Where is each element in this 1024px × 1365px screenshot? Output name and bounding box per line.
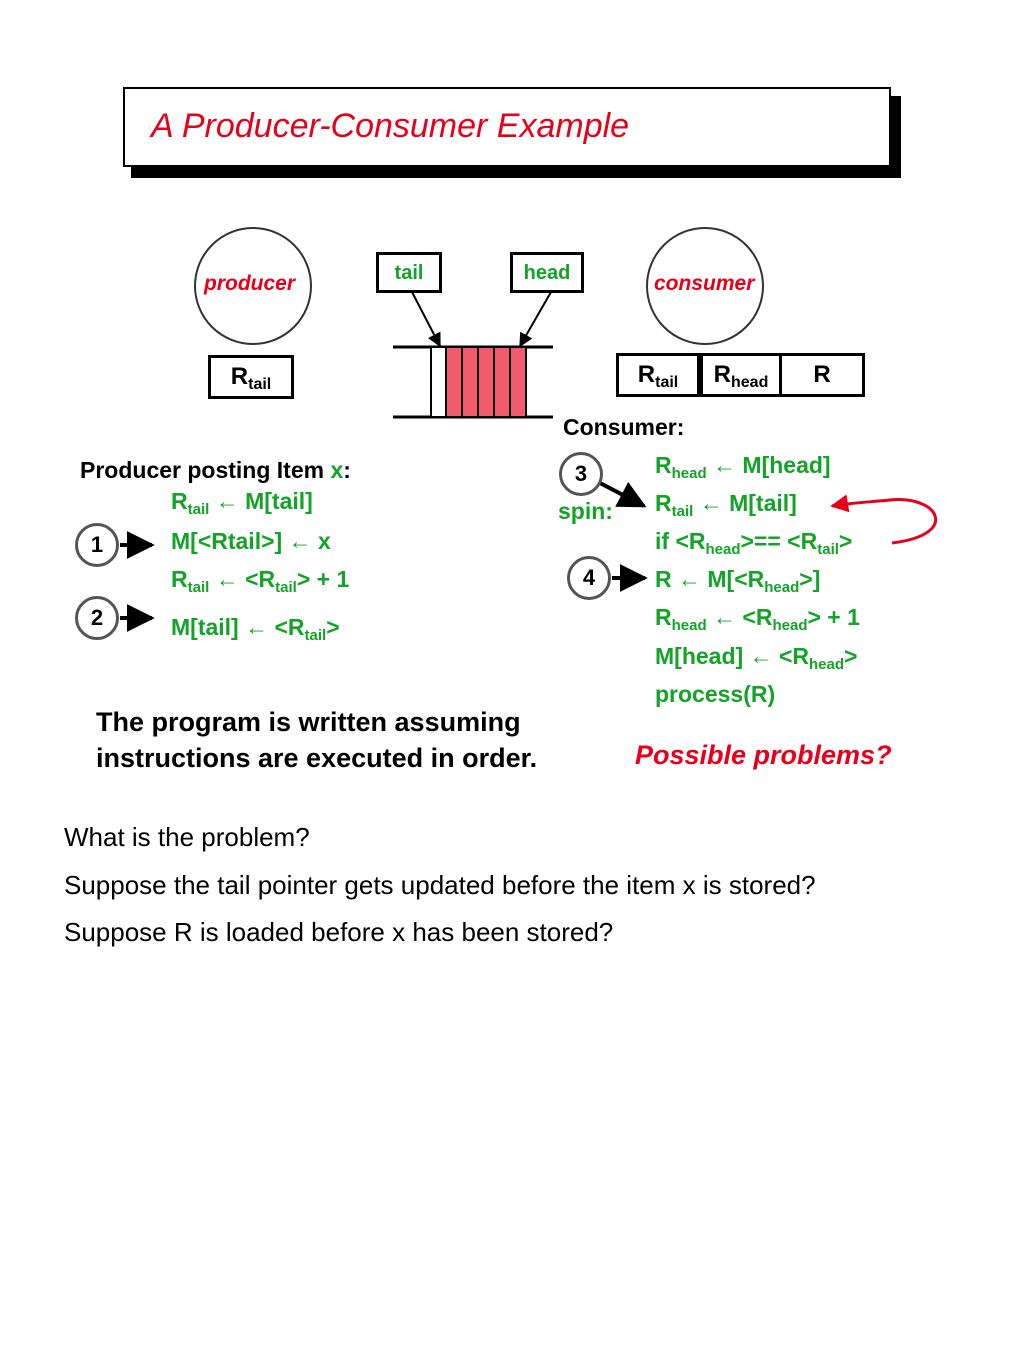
tail-pointer-arrow xyxy=(411,291,441,348)
reg-subscript: tail xyxy=(275,579,297,596)
head-pointer-arrow xyxy=(519,291,552,348)
producer-heading-colon: : xyxy=(343,457,351,483)
consumer-code-line-6: M[head] ← <Rhead> xyxy=(655,643,857,673)
reg-letter: R xyxy=(637,361,656,388)
code-text: > xyxy=(326,614,340,640)
consumer-code-line-3: if <Rhead>== <Rtail> xyxy=(655,528,852,558)
code-text: > + 1 xyxy=(807,604,860,630)
head-pointer-box: head xyxy=(510,252,584,293)
queue-filled-slots xyxy=(445,346,527,418)
reg-subscript: head xyxy=(705,541,741,558)
queue-slot xyxy=(461,346,479,418)
reg-subscript: head xyxy=(671,617,707,634)
title-box: A Producer-Consumer Example xyxy=(123,87,891,167)
reg-subscript: head xyxy=(764,579,800,596)
tail-pointer-label: tail xyxy=(394,262,424,284)
spin-loop-arrow xyxy=(830,494,938,545)
spin-label: spin: xyxy=(558,498,613,524)
question-1: What is the problem? xyxy=(64,822,310,852)
reg-subscript: head xyxy=(772,617,808,634)
consumer-code-line-1: Rhead ← M[head] xyxy=(655,452,831,482)
producer-code-line-4: M[tail] ← <Rtail> xyxy=(171,614,340,644)
producer-heading: Producer posting Item x: xyxy=(80,457,351,484)
code-text: M[head] ← <R xyxy=(655,643,809,669)
note-line-1: The program is written assuming xyxy=(96,707,521,737)
code-text: ← <R xyxy=(706,604,773,630)
reg-subscript: tail xyxy=(655,374,679,391)
reg-subscript: tail xyxy=(187,579,210,596)
code-text: >== <R xyxy=(740,528,818,554)
queue-slot xyxy=(477,346,495,418)
slide-title: A Producer-Consumer Example xyxy=(151,107,630,145)
reg-subscript: head xyxy=(671,465,707,482)
in-order-note: The program is written assuming instruct… xyxy=(96,704,537,776)
code-text: > xyxy=(838,528,853,554)
consumer-circle xyxy=(646,227,764,345)
reg-subscript: tail xyxy=(187,501,210,518)
question-3: Suppose R is loaded before x has been st… xyxy=(64,917,614,947)
queue-slot xyxy=(509,346,527,418)
consumer-rtail-register: Rtail xyxy=(616,353,700,397)
producer-code-line-2: M[<Rtail>] ← x xyxy=(171,528,331,554)
reg-letter: R xyxy=(655,452,672,478)
reg-letter: R xyxy=(655,490,672,516)
consumer-code-line-7: process(R) xyxy=(655,681,776,707)
reg-subscript: tail xyxy=(817,541,839,558)
producer-circle xyxy=(194,227,312,345)
step-2-circle: 2 xyxy=(75,596,119,640)
code-text: ← M[head] xyxy=(706,452,831,478)
note-line-2: instructions are executed in order. xyxy=(96,743,538,773)
step-3-circle: 3 xyxy=(559,452,603,496)
consumer-code-line-5: Rhead ← <Rhead> + 1 xyxy=(655,604,860,634)
reg-letter: R xyxy=(171,488,188,514)
producer-rtail-register: Rtail xyxy=(208,355,294,399)
reg-subscript: tail xyxy=(248,376,272,393)
consumer-rhead-register: Rhead xyxy=(700,353,782,397)
step-4-circle: 4 xyxy=(567,556,611,600)
head-pointer-label: head xyxy=(523,262,571,284)
reg-subscript: head xyxy=(731,374,769,391)
code-text: > + 1 xyxy=(296,566,350,592)
reg-letter: R xyxy=(813,361,831,388)
reg-subscript: head xyxy=(808,656,844,673)
producer-heading-item: x xyxy=(330,457,344,483)
tail-pointer-box: tail xyxy=(376,252,442,293)
reg-letter: R xyxy=(230,363,249,390)
producer-code-line-1: Rtail ← M[tail] xyxy=(171,488,313,518)
producer-code-line-3: Rtail ← <Rtail> + 1 xyxy=(171,566,349,596)
code-text: >] xyxy=(799,566,821,592)
queue-slot xyxy=(445,346,463,418)
reg-letter: R xyxy=(171,566,188,592)
consumer-code-line-2: Rtail ← M[tail] xyxy=(655,490,797,520)
producer-label: producer xyxy=(204,272,296,295)
code-text: R ← M[<R xyxy=(655,566,765,592)
consumer-r-register: R xyxy=(779,353,865,397)
code-text: ← M[tail] xyxy=(693,490,797,516)
queue-slot xyxy=(493,346,511,418)
step-1-circle: 1 xyxy=(75,523,119,567)
producer-heading-text: Producer posting Item xyxy=(80,457,331,483)
queue-empty-slot xyxy=(430,346,447,418)
possible-problems: Possible problems? xyxy=(635,740,892,770)
reg-letter: R xyxy=(713,361,731,388)
code-text: ← M[tail] xyxy=(209,488,313,514)
step3-arrow xyxy=(599,481,647,508)
reg-letter: R xyxy=(655,604,672,630)
consumer-code-line-4: R ← M[<Rhead>] xyxy=(655,566,820,596)
consumer-label: consumer xyxy=(654,272,755,295)
question-2: Suppose the tail pointer gets updated be… xyxy=(64,870,816,900)
code-text: ← <R xyxy=(209,566,276,592)
consumer-heading: Consumer: xyxy=(563,414,685,440)
reg-subscript: tail xyxy=(304,627,327,644)
reg-subscript: tail xyxy=(671,503,694,520)
code-text: > xyxy=(844,643,858,669)
code-text: if <R xyxy=(655,528,706,554)
code-text: M[tail] ← <R xyxy=(171,614,305,640)
